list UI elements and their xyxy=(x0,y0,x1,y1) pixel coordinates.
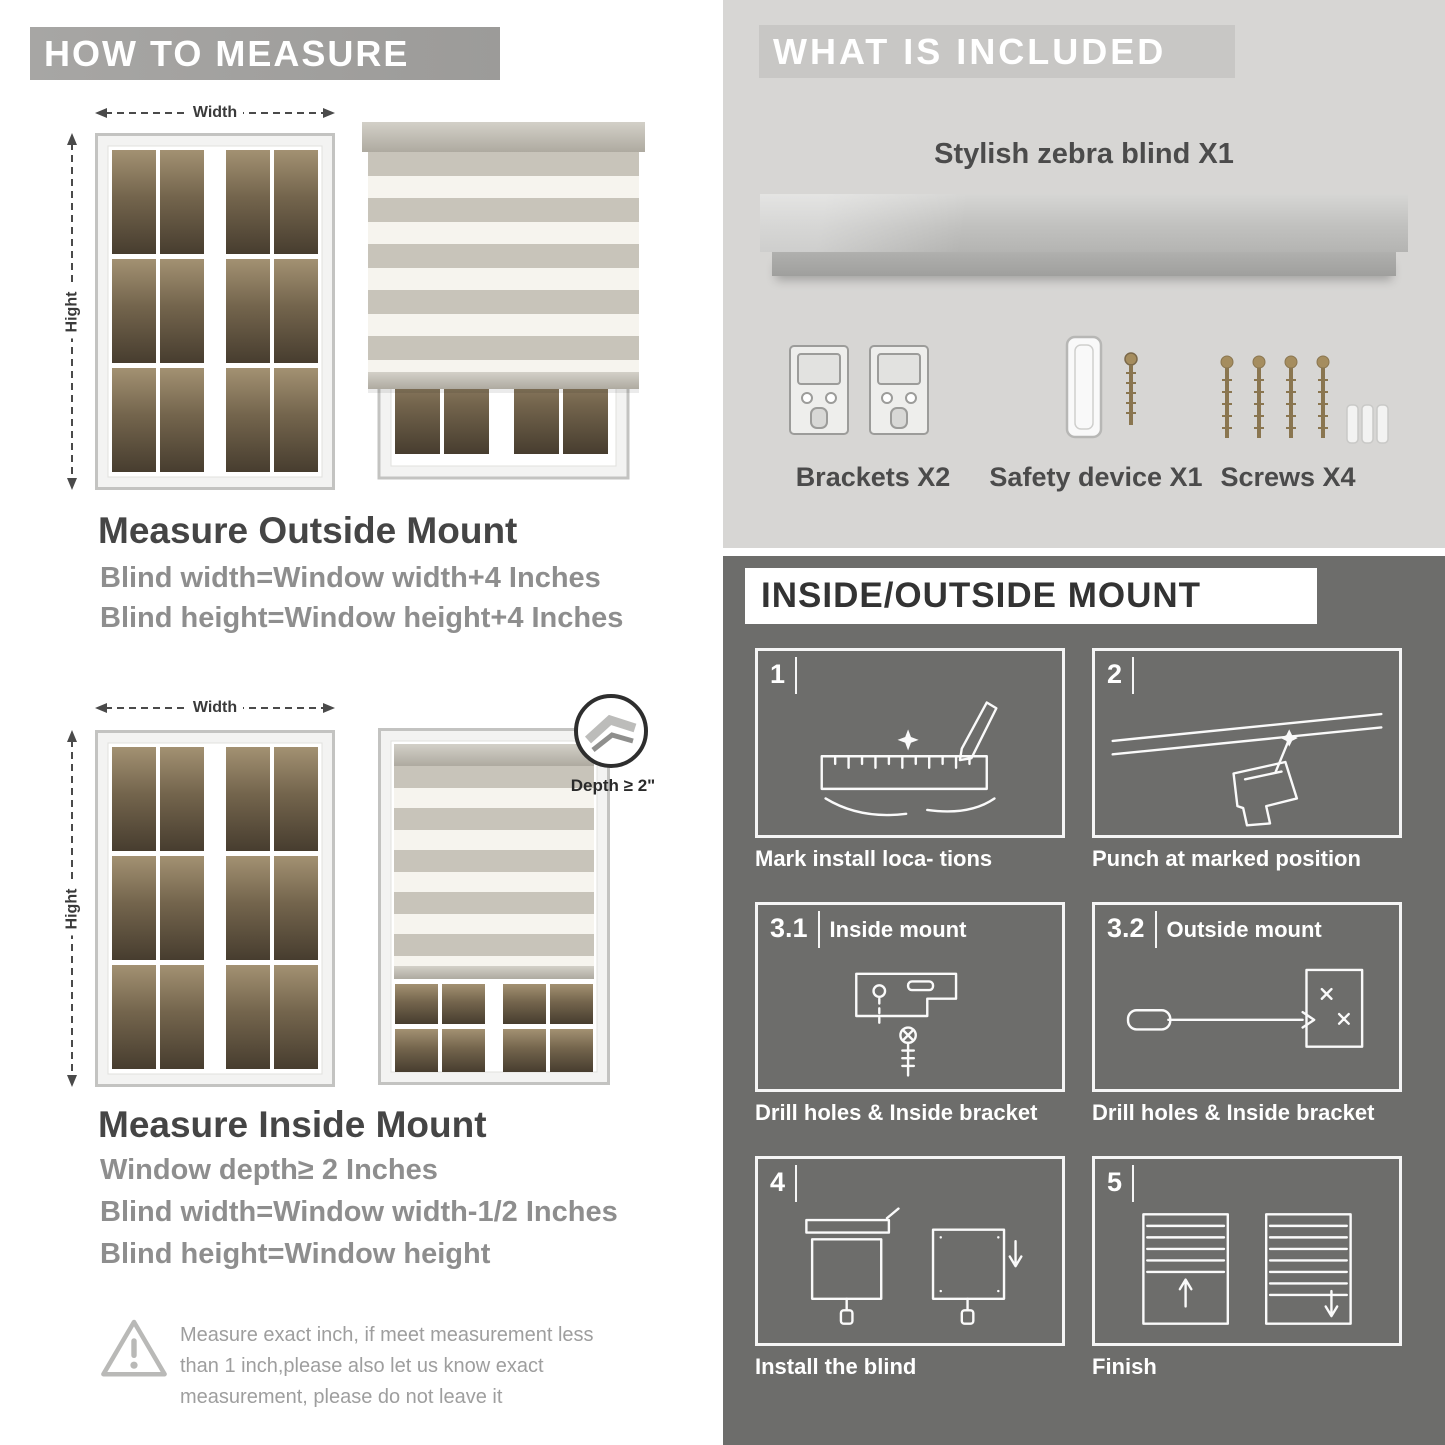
step3-1-inside-bracket-illustration xyxy=(855,972,958,1077)
step-number: 3.1 xyxy=(766,911,820,948)
step1-mark-illustration xyxy=(820,701,998,817)
product-label: Stylish zebra blind X1 xyxy=(934,138,1234,170)
warning-triangle-icon xyxy=(101,1319,167,1377)
mount-banner: INSIDE/OUTSIDE MOUNT xyxy=(745,568,1317,624)
step5-caption: Finish xyxy=(1092,1354,1157,1379)
height-arrow-icon: Hight xyxy=(62,730,82,1087)
step2-drill-illustration xyxy=(1111,712,1383,827)
screws-label: Screws X4 xyxy=(1220,462,1356,492)
blind-headrail-illustration xyxy=(760,194,1408,252)
how-to-measure-banner: HOW TO MEASURE xyxy=(30,27,500,80)
height-label: Hight xyxy=(63,882,81,935)
height-arrow-icon: Hight xyxy=(62,133,82,490)
step1-caption: Mark install loca- tions xyxy=(755,846,993,871)
step-number: 5 xyxy=(1103,1165,1135,1202)
step-number: 3.2 xyxy=(1103,911,1157,948)
step3-1-caption: Drill holes & Inside bracket xyxy=(755,1100,1038,1125)
outside-mount-heading: Measure Outside Mount xyxy=(98,510,518,551)
what-is-included-banner: WHAT IS INCLUDED xyxy=(759,25,1235,78)
step-title: Outside mount xyxy=(1166,916,1322,942)
step4-install-illustration xyxy=(805,1207,1023,1325)
window-illustration xyxy=(95,730,335,1087)
inside-mount-line1: Window depth≥ 2 Inches xyxy=(100,1154,438,1186)
width-arrow-icon: Width xyxy=(95,103,335,123)
inside-mount-line2: Blind width=Window width-1/2 Inches xyxy=(100,1196,618,1228)
step-panel-1: 1 xyxy=(755,648,1065,838)
step-number: 1 xyxy=(766,657,798,694)
step3-2-caption: Drill holes & Inside bracket xyxy=(1092,1100,1375,1125)
width-arrow-icon: Width xyxy=(95,698,335,718)
step-panel-4: 4 xyxy=(755,1156,1065,1346)
safety-device-label: Safety device X1 xyxy=(989,462,1203,492)
step2-caption: Punch at marked position xyxy=(1092,846,1361,871)
step-panel-3-2: 3.2 Outside mount xyxy=(1092,902,1402,1092)
outside-mount-line1: Blind width=Window width+4 Inches xyxy=(100,562,601,594)
step-number: 4 xyxy=(766,1165,798,1202)
inside-mount-heading: Measure Inside Mount xyxy=(98,1104,487,1145)
blind-headrail-lip xyxy=(772,252,1396,276)
inside-mount-blind-illustration xyxy=(378,728,610,1085)
inside-mount-line3: Blind height=Window height xyxy=(100,1238,491,1270)
step-panel-5: 5 xyxy=(1092,1156,1402,1346)
brackets-illustration xyxy=(789,345,929,435)
outside-mount-line2: Blind height=Window height+4 Inches xyxy=(100,602,624,634)
step-panel-2: 2 xyxy=(1092,648,1402,838)
screws-illustration xyxy=(1220,355,1389,444)
brackets-label: Brackets X2 xyxy=(795,462,951,492)
step-number: 2 xyxy=(1103,657,1135,694)
depth-callout-circle-icon xyxy=(574,694,648,768)
height-label: Hight xyxy=(63,285,81,338)
step5-finish-illustration xyxy=(1142,1213,1352,1325)
step-title: Inside mount xyxy=(829,916,967,942)
depth-label: Depth ≥ 2" xyxy=(570,776,656,795)
width-label: Width xyxy=(186,104,244,122)
mount-section: INSIDE/OUTSIDE MOUNT 1 Mark install loca… xyxy=(723,556,1445,1445)
measurement-note: Measure exact inch, if meet measurement … xyxy=(180,1324,594,1408)
outside-mount-blind-illustration xyxy=(362,122,645,480)
what-is-included-section: WHAT IS INCLUDED Stylish zebra blind X1 xyxy=(723,0,1445,548)
window-illustration xyxy=(95,133,335,490)
step4-caption: Install the blind xyxy=(755,1354,917,1379)
step3-2-outside-bracket-illustration xyxy=(1126,968,1364,1048)
width-label: Width xyxy=(186,699,244,717)
safety-device-illustration xyxy=(1065,335,1138,439)
step-panel-3-1: 3.1 Inside mount xyxy=(755,902,1065,1092)
